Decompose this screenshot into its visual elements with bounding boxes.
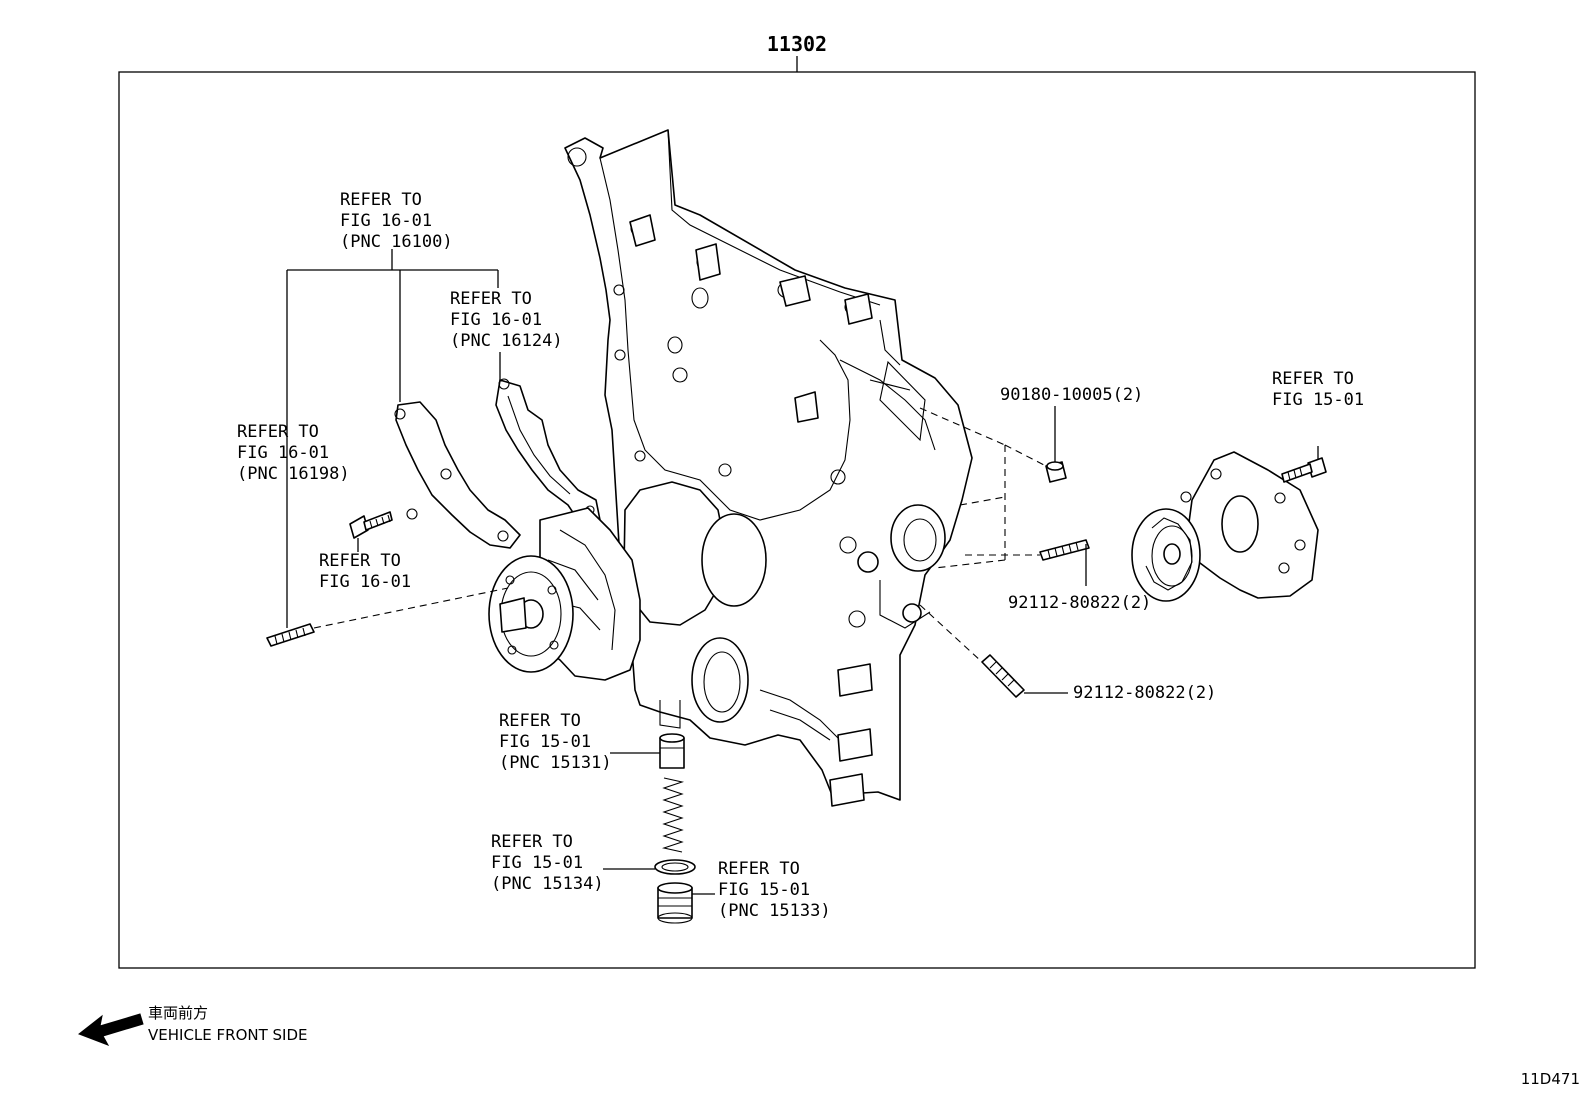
- svg-text:(PNC 15134): (PNC 15134): [491, 874, 604, 894]
- timing-cover: [564, 129, 973, 807]
- direction-english: VEHICLE FRONT SIDE: [148, 1026, 308, 1044]
- svg-text:(PNC 16100): (PNC 16100): [340, 232, 453, 252]
- water-pump: [488, 507, 641, 681]
- relief-spring: [661, 777, 685, 853]
- main-part-number: 11302: [767, 32, 827, 56]
- svg-text:REFER TO: REFER TO: [491, 832, 573, 852]
- svg-text:FIG 16-01: FIG 16-01: [340, 211, 432, 231]
- label-refer-16124: REFER TO FIG 16-01 (PNC 16124): [450, 289, 563, 351]
- direction-japanese: 車両前方: [148, 1004, 208, 1022]
- svg-text:REFER TO: REFER TO: [450, 289, 532, 309]
- svg-text:REFER TO: REFER TO: [340, 190, 422, 210]
- svg-text:REFER TO: REFER TO: [237, 422, 319, 442]
- svg-text:FIG 16-01: FIG 16-01: [450, 310, 542, 330]
- reference-dash-lines: [919, 407, 1047, 663]
- relief-plug: [657, 882, 693, 924]
- water-pump-plate: [394, 401, 521, 549]
- svg-text:(PNC 16124): (PNC 16124): [450, 331, 563, 351]
- label-refer-15-bolt: REFER TO FIG 15-01: [1272, 369, 1364, 410]
- plug: [1045, 461, 1067, 483]
- oil-pump-bolt: [1281, 446, 1327, 483]
- figure-code: 11D471: [1521, 1070, 1580, 1088]
- part-number-stud-lower: 92112-80822(2): [1073, 683, 1216, 703]
- label-refer-15131: REFER TO FIG 15-01 (PNC 15131): [499, 711, 612, 773]
- svg-text:REFER TO: REFER TO: [1272, 369, 1354, 389]
- svg-text:FIG 15-01: FIG 15-01: [1272, 390, 1364, 410]
- svg-text:(PNC 15133): (PNC 15133): [718, 901, 831, 921]
- svg-text:REFER TO: REFER TO: [718, 859, 800, 879]
- stud-upper: [1039, 539, 1090, 561]
- water-pump-gasket: [495, 378, 601, 529]
- oil-pump-assembly: [1131, 451, 1319, 602]
- label-refer-16198: REFER TO FIG 16-01 (PNC 16198): [237, 422, 350, 484]
- svg-text:REFER TO: REFER TO: [319, 551, 401, 571]
- leader-lines: [287, 249, 1087, 895]
- svg-text:FIG 15-01: FIG 15-01: [491, 853, 583, 873]
- part-number-plug: 90180-10005(2): [1000, 385, 1143, 405]
- stud-left-dash: [313, 587, 509, 629]
- water-pump-bolt: [349, 511, 393, 552]
- svg-text:(PNC 16198): (PNC 16198): [237, 464, 350, 484]
- svg-text:(PNC 15131): (PNC 15131): [499, 753, 612, 773]
- svg-text:FIG 16-01: FIG 16-01: [237, 443, 329, 463]
- gasket-ring: [654, 859, 696, 875]
- label-refer-16100: REFER TO FIG 16-01 (PNC 16100): [340, 190, 453, 252]
- svg-text:REFER TO: REFER TO: [499, 711, 581, 731]
- label-refer-15133: REFER TO FIG 15-01 (PNC 15133): [718, 859, 831, 921]
- svg-text:FIG 15-01: FIG 15-01: [718, 880, 810, 900]
- front-arrow-icon: [77, 1013, 144, 1046]
- label-refer-15134: REFER TO FIG 15-01 (PNC 15134): [491, 832, 604, 894]
- relief-valve: [659, 733, 685, 769]
- svg-text:FIG 15-01: FIG 15-01: [499, 732, 591, 752]
- stud-left: [266, 270, 315, 647]
- part-number-stud-upper: 92112-80822(2): [1008, 593, 1151, 613]
- label-refer-bolt-16: REFER TO FIG 16-01: [319, 551, 411, 592]
- stud-lower: [981, 654, 1025, 698]
- svg-text:FIG 16-01: FIG 16-01: [319, 572, 411, 592]
